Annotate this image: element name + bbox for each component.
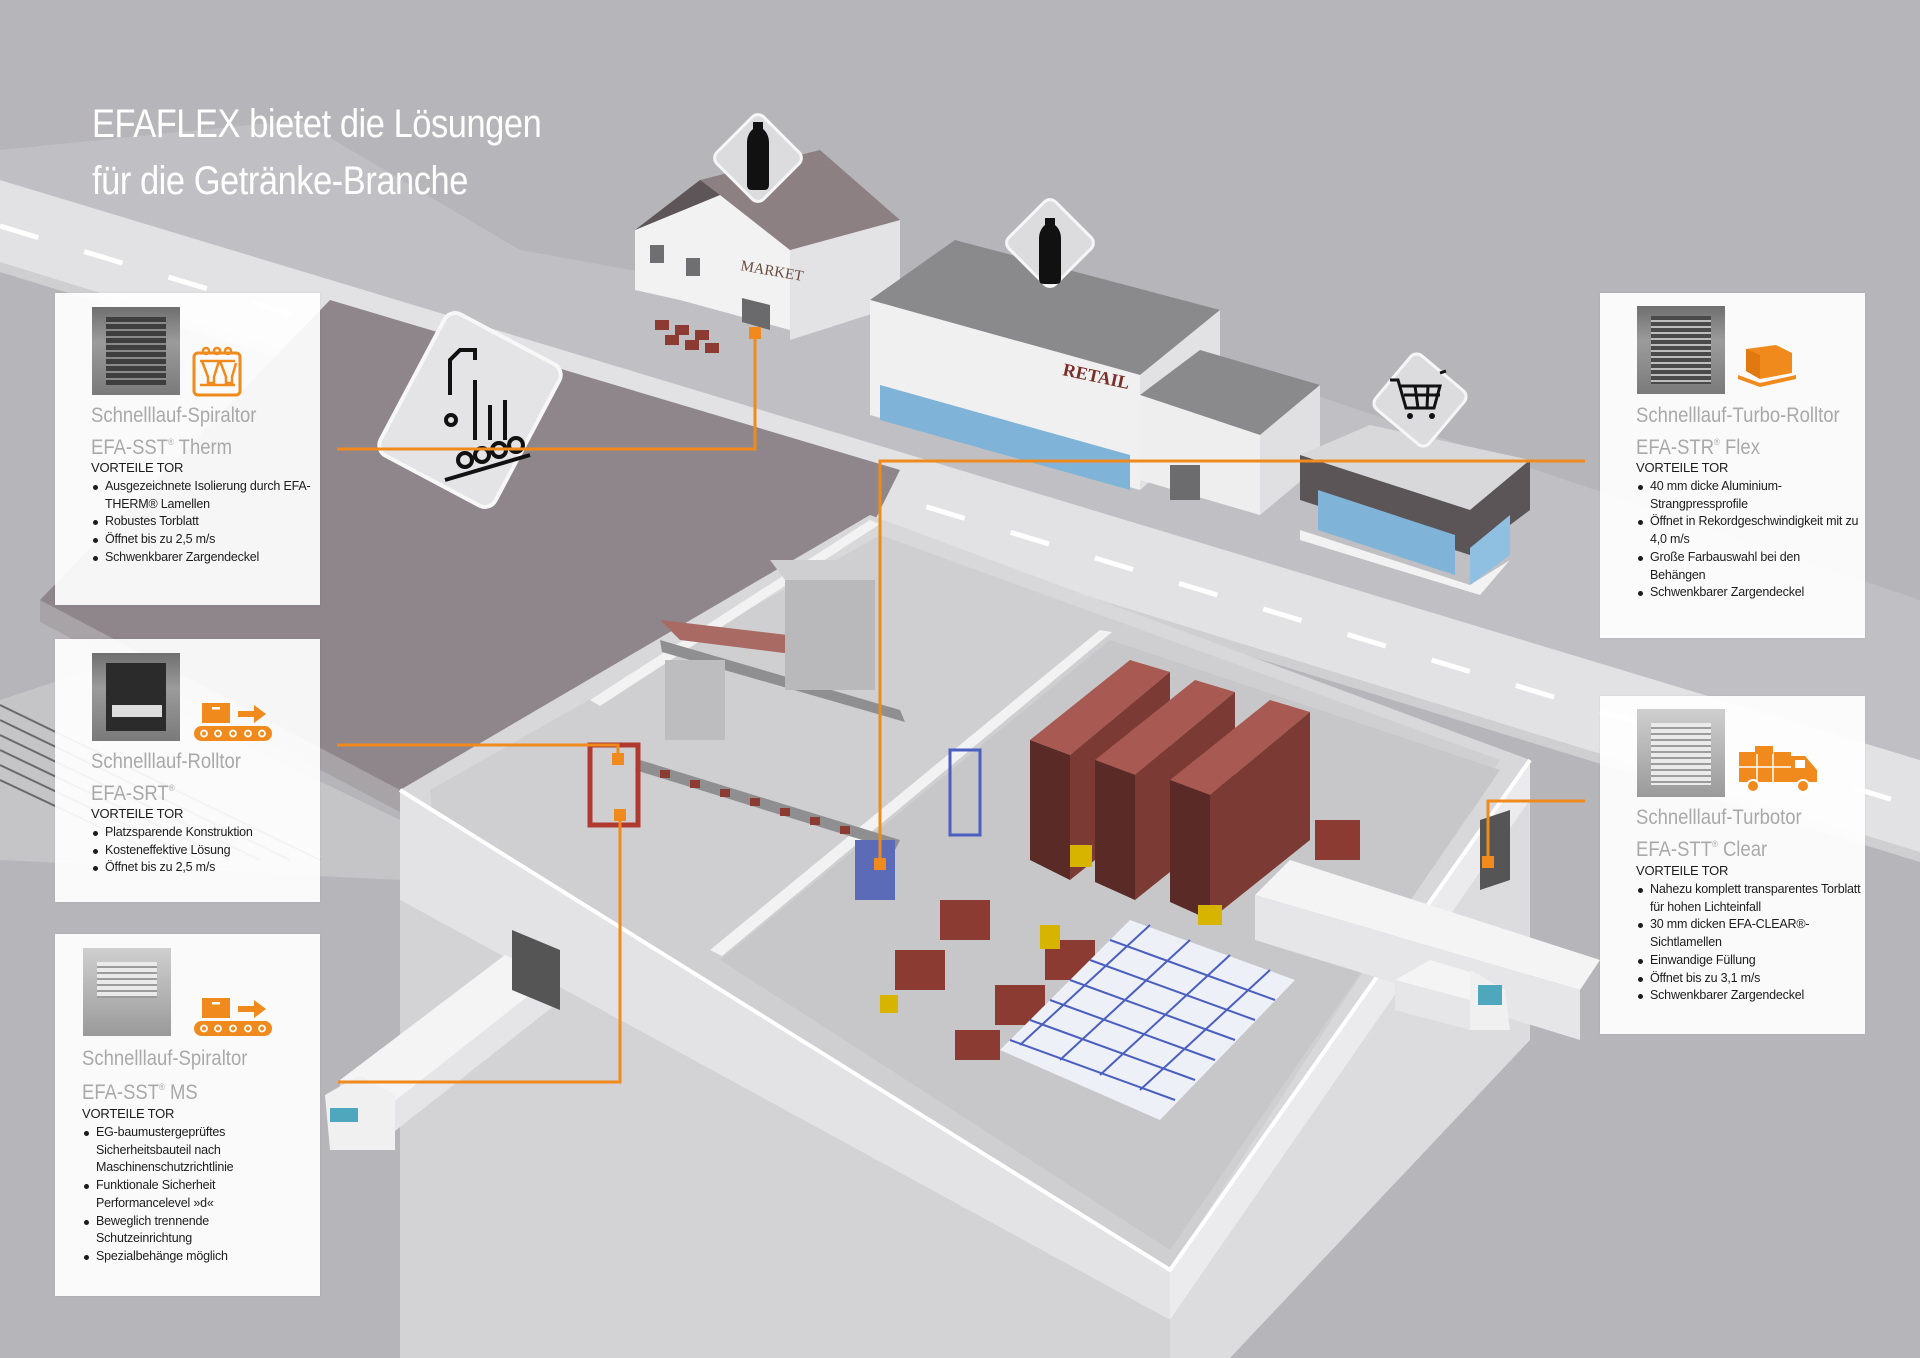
production-conveyors [635, 560, 905, 850]
product-name: Schnelllauf-Turbo-Rolltor EFA-STR® Flex [1636, 404, 1840, 459]
callout-anchors [612, 327, 1494, 870]
advantage-item: Schwenkbarer Zargendeckel [91, 549, 311, 567]
advantage-item: EG-baumustergeprüftes Sicherheitsbauteil… [82, 1124, 252, 1177]
door-photo [83, 948, 171, 1036]
advantage-item: Einwandige Füllung [1636, 952, 1861, 970]
advantages-list: Ausgezeichnete Isolierung durch EFA-THER… [91, 478, 311, 567]
advantages-list: 40 mm dicke Aluminium-Strangpressprofile… [1636, 478, 1861, 602]
callout-line-sst-therm [337, 333, 757, 451]
advantage-item: Platzsparende Konstruktion [91, 824, 311, 842]
product-name: Schnelllauf-Spiraltor EFA-SST® MS [82, 1047, 248, 1104]
advantage-item: Beweglich trennende Schutzeinrichtung [82, 1213, 252, 1248]
shopping-cart-sign [1372, 352, 1468, 448]
advantages-heading: VORTEILE TOR [91, 806, 184, 821]
callout-line-sst-ms [338, 815, 622, 1084]
advantage-item: Kosteneffektive Lösung [91, 842, 311, 860]
product-card-str-flex: Schnelllauf-Turbo-Rolltor EFA-STR® Flex … [1600, 293, 1865, 638]
advantage-item: 40 mm dicke Aluminium-Strangpressprofile [1636, 478, 1806, 513]
callout-line-str-flex [878, 459, 1585, 864]
retail-building: RETAIL [870, 240, 1320, 515]
product-card-sst-therm: Schnelllauf-Spiraltor EFA-SST® Therm VOR… [55, 293, 320, 605]
beverage-crate-icon [192, 346, 242, 397]
shop-building [1300, 425, 1530, 595]
truck-left [325, 930, 560, 1150]
racking-grid [1000, 920, 1295, 1120]
title-line-1: EFAFLEX bietet die Lösungen [92, 102, 542, 146]
advantage-item: Öffnet in Rekordgeschwindigkeit mit zu 4… [1636, 513, 1861, 548]
page-title: EFAFLEX bietet die Lösungen für die Getr… [92, 96, 542, 210]
advantage-item: 30 mm dicken EFA-CLEAR®-Sichtlamellen [1636, 916, 1821, 951]
advantage-item: Nahezu komplett transparentes Torblatt f… [1636, 881, 1861, 916]
bottle-sign-retail [1005, 198, 1095, 288]
advantage-item: Öffnet bis zu 2,5 m/s [91, 531, 311, 549]
advantages-heading: VORTEILE TOR [1636, 863, 1729, 878]
advantages-heading: VORTEILE TOR [1636, 460, 1729, 475]
advantage-item: Schwenkbarer Zargendeckel [1636, 584, 1861, 602]
callout-lines [337, 333, 1585, 1084]
advantages-list: EG-baumustergeprüftes Sicherheitsbauteil… [82, 1124, 252, 1266]
door-photo [92, 653, 180, 741]
advantage-item: Ausgezeichnete Isolierung durch EFA-THER… [91, 478, 311, 513]
delivery-truck-icon [1739, 746, 1817, 793]
product-name: Schnelllauf-Turbotor EFA-STT® Clear [1636, 806, 1802, 861]
advantage-item: Große Farbauswahl bei den Behängen [1636, 549, 1836, 584]
product-name: Schnelllauf-Rolltor EFA-SRT® [91, 750, 241, 805]
conveyor-box-icon [194, 703, 272, 741]
bottle-sign-market [713, 113, 803, 203]
door-photo [1637, 709, 1725, 797]
advantages-list: Nahezu komplett transparentes Torblatt f… [1636, 881, 1861, 1005]
advantages-heading: VORTEILE TOR [82, 1106, 175, 1121]
advantages-heading: VORTEILE TOR [91, 460, 184, 475]
pallet-icon [1738, 345, 1796, 387]
product-name: Schnelllauf-Spiraltor EFA-SST® Therm [91, 404, 257, 459]
advantage-item: Robustes Torblatt [91, 513, 311, 531]
production-robot-sign [377, 311, 563, 509]
advantages-list: Platzsparende Konstruktion Kosteneffekti… [91, 824, 311, 877]
advantage-item: Öffnet bis zu 2,5 m/s [91, 859, 311, 877]
advantage-item: Funktionale Sicherheit Performancelevel … [82, 1177, 252, 1212]
door-photo [92, 307, 180, 395]
advantage-item: Spezialbehänge möglich [82, 1248, 252, 1266]
product-card-sst-ms: Schnelllauf-Spiraltor EFA-SST® MS VORTEI… [55, 934, 320, 1296]
conveyor-box-icon [194, 998, 272, 1036]
product-card-stt-clear: Schnelllauf-Turbotor EFA-STT® Clear VORT… [1600, 696, 1865, 1034]
forklifts [880, 845, 1222, 1013]
advantage-item: Öffnet bis zu 3,1 m/s [1636, 970, 1861, 988]
pallet-stacks [895, 660, 1360, 1060]
product-card-srt: Schnelllauf-Rolltor EFA-SRT® VORTEILE TO… [55, 639, 320, 902]
callout-line-stt-clear [1486, 799, 1585, 862]
door-photo [1637, 306, 1725, 394]
title-line-2: für die Getränke-Branche [92, 159, 468, 203]
advantage-item: Schwenkbarer Zargendeckel [1636, 987, 1861, 1005]
